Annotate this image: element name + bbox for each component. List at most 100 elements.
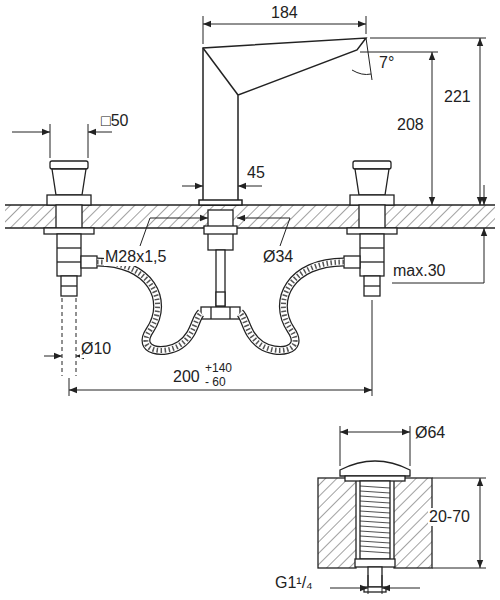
dimension-lines — [340, 432, 410, 433]
supply-pipe — [76, 298, 77, 376]
dimension-lines — [280, 218, 290, 246]
dimension-label: 7° — [378, 54, 395, 72]
dimension-lines — [69, 378, 70, 396]
dimension-lines — [12, 16, 486, 396]
drain-section — [318, 478, 356, 568]
drain-section — [360, 506, 390, 508]
dimension-lines — [88, 132, 112, 133]
dimension-lines — [150, 218, 208, 219]
dimension-lines — [382, 588, 420, 589]
dimension-label: 20-70 — [428, 508, 471, 526]
dimension-label: Ø34 — [262, 248, 294, 266]
dimension-lines — [330, 426, 486, 594]
dimension-lines — [382, 575, 383, 594]
dimension-label: Ø10 — [80, 340, 112, 358]
dimension-label: □50 — [100, 112, 129, 130]
valve-assembly — [44, 161, 201, 350]
supply-pipe — [62, 298, 76, 376]
drain-section — [340, 461, 410, 476]
dimension-lines — [12, 132, 50, 133]
valve-assembly — [97, 262, 201, 350]
drain-section — [360, 481, 390, 559]
dimension-label: M28x1,5 — [104, 248, 167, 266]
drain-section — [360, 541, 390, 543]
spout-shank — [216, 292, 225, 306]
drain-section — [340, 461, 410, 592]
drain-section — [360, 486, 390, 488]
drain-section — [394, 478, 432, 568]
valve-assembly — [61, 276, 77, 296]
dimension-lines — [360, 52, 438, 53]
dimension-lines — [366, 16, 367, 34]
dimension-label: 221 — [443, 88, 472, 106]
dimension-lines — [432, 52, 433, 205]
valve-assembly — [57, 234, 81, 276]
drain-section — [360, 486, 390, 553]
spout-shank — [201, 210, 240, 319]
dimension-label: 45 — [246, 164, 266, 182]
dimension-lines — [484, 250, 485, 283]
dimension-lines — [69, 390, 372, 391]
drain-section — [360, 516, 390, 518]
drain-section — [360, 536, 390, 538]
drain-section — [360, 531, 390, 533]
valve-assembly — [57, 261, 81, 262]
dimension-lines — [370, 38, 486, 39]
dimension-label: max.30 — [392, 262, 446, 280]
valve-assembly — [57, 247, 81, 248]
countertop-section — [5, 205, 495, 228]
dimension-label: 184 — [270, 4, 299, 22]
valve-assembly — [52, 169, 86, 195]
valve-assembly — [240, 161, 397, 350]
dimension-label: Ø64 — [414, 424, 446, 442]
drain-section — [318, 461, 432, 592]
dimension-lines — [432, 478, 486, 479]
dimension-label: +140 — [204, 362, 233, 375]
supply-pipe — [62, 298, 63, 376]
dimension-lines — [484, 185, 485, 205]
dimension-lines — [352, 70, 371, 75]
dimension-lines — [330, 588, 368, 589]
drain-section — [345, 476, 405, 481]
dimension-lines — [203, 16, 204, 44]
spout-shank — [216, 250, 225, 307]
dimension-lines — [480, 38, 481, 205]
spout-shank — [210, 307, 211, 319]
dimension-lines — [366, 38, 372, 80]
valve-assembly — [44, 228, 94, 234]
drain-section — [360, 546, 390, 548]
spout-body — [203, 48, 238, 95]
drain-section — [360, 526, 390, 528]
spout-shank — [204, 226, 237, 234]
spout-shank — [229, 307, 230, 319]
drain-section — [360, 551, 390, 553]
drain-section — [355, 559, 395, 567]
dimension-lines — [238, 186, 262, 187]
valve-assembly — [56, 205, 82, 228]
valve-assembly — [97, 262, 201, 350]
spout-body — [199, 200, 242, 205]
dimension-label: G1¹/₄ — [274, 574, 314, 592]
dimension-lines — [44, 356, 62, 357]
valve-assembly — [50, 161, 88, 169]
dimension-lines — [368, 575, 369, 594]
drain-section — [360, 501, 390, 503]
dimension-lines — [140, 218, 150, 246]
dimension-label: 208 — [396, 116, 425, 134]
valve-assembly — [47, 195, 91, 205]
drain-section — [368, 567, 382, 587]
dimension-lines — [203, 24, 366, 25]
drain-section — [360, 496, 390, 498]
valve-assembly — [81, 256, 97, 268]
dimension-lines — [182, 186, 203, 187]
dimension-label: - 60 — [204, 376, 227, 389]
spout-shank — [201, 307, 240, 319]
valve-assembly — [61, 285, 77, 286]
countertop-section — [5, 205, 495, 228]
dimension-lines — [392, 283, 484, 284]
spout-body — [199, 38, 366, 205]
drain-section — [360, 521, 390, 523]
dimension-lines — [480, 478, 481, 568]
